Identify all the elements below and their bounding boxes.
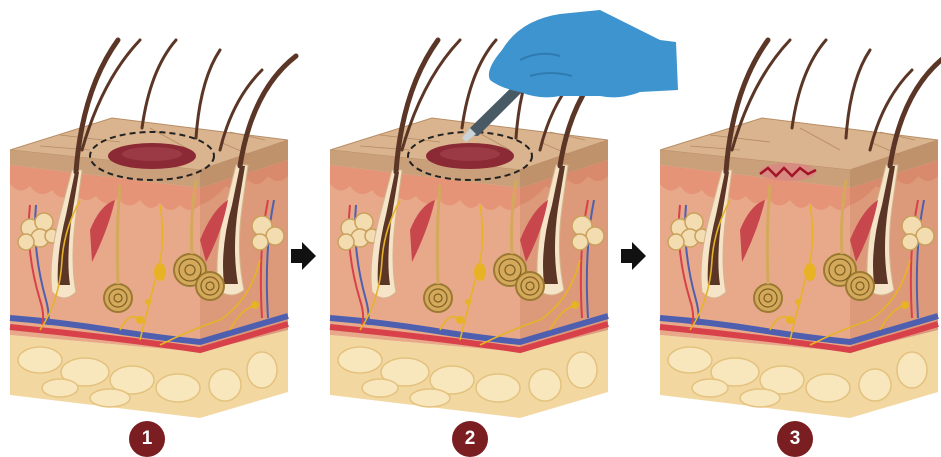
right-arrow-icon [291, 242, 316, 270]
step-badge-3: 3 [777, 421, 813, 457]
skin-block-step-3 [660, 40, 941, 418]
step-badge-2: 2 [452, 421, 488, 457]
skin-block-step-1 [10, 40, 296, 418]
right-arrow-icon [621, 242, 646, 270]
skin-block-step-2 [330, 40, 616, 418]
step-badge-1: 1 [129, 421, 165, 457]
